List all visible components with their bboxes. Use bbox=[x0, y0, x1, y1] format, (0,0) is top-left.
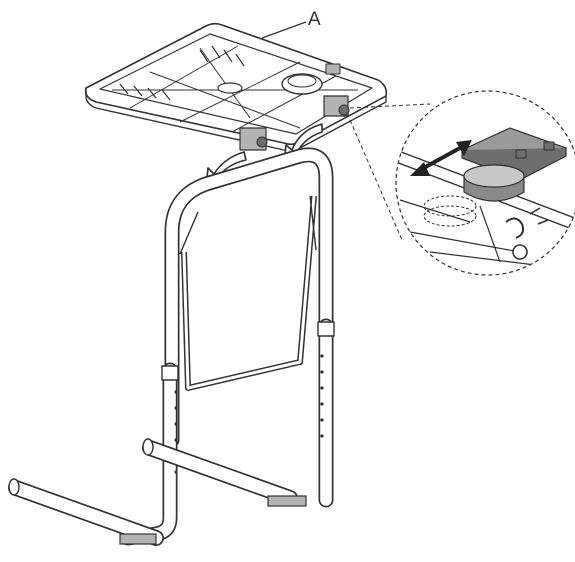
slide-arrow bbox=[410, 140, 472, 176]
callout-label-a: A bbox=[308, 9, 321, 30]
feet bbox=[119, 495, 307, 545]
zoom-detail bbox=[349, 90, 575, 276]
callout-leader-line bbox=[261, 21, 307, 39]
swing-frame bbox=[179, 195, 317, 391]
floor-bars bbox=[8, 438, 298, 546]
table-top bbox=[84, 22, 388, 152]
